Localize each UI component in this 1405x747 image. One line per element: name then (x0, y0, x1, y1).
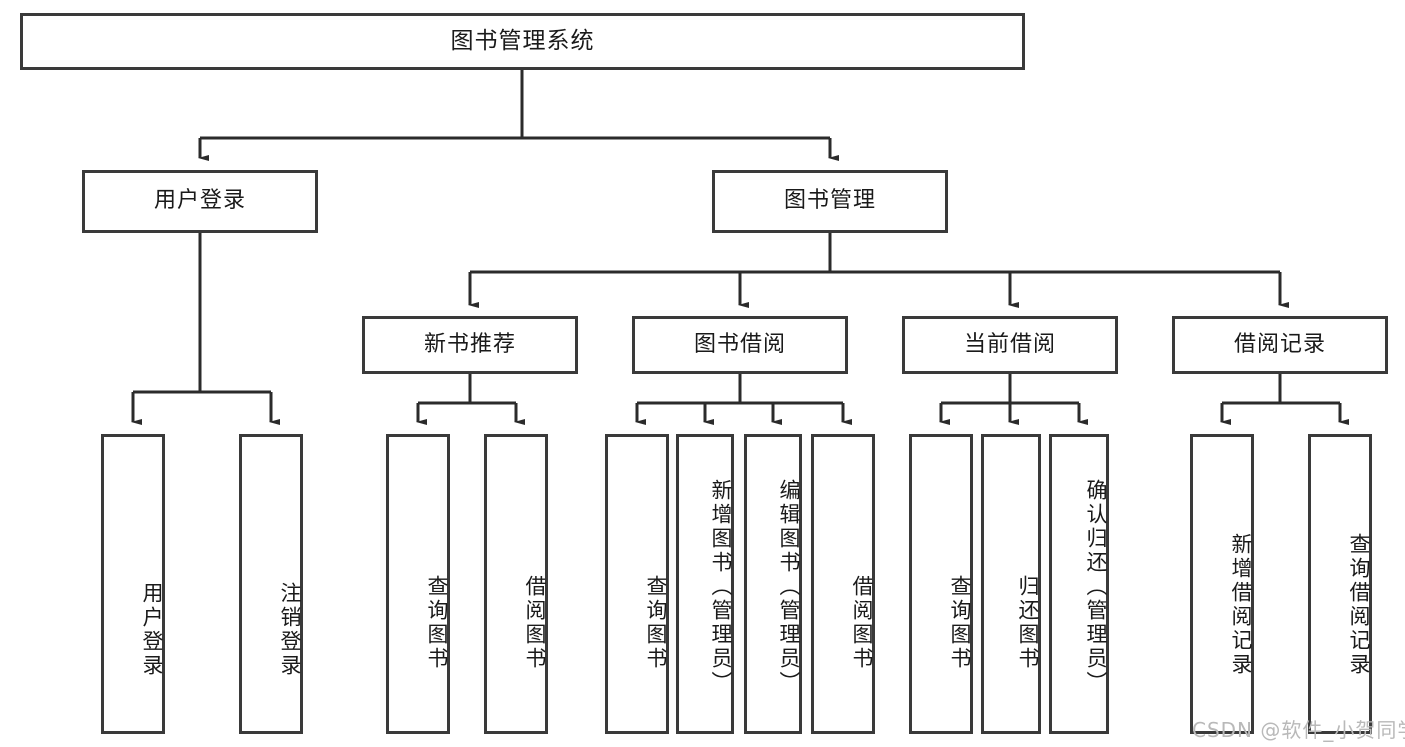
csdn-watermark: CSDN @软件_小贺同学 (1192, 718, 1405, 742)
node-label: 查询借阅记录 (1347, 533, 1371, 677)
node-label: 借阅记录 (1233, 331, 1326, 357)
leaf-add-borrow-record[interactable]: 新增借阅记录 (1190, 434, 1254, 734)
leaf-borrow-book[interactable]: 借阅图书 (811, 434, 875, 734)
leaf-return-book[interactable]: 归还图书 (981, 434, 1041, 734)
node-label: 图书借阅 (693, 331, 786, 357)
node-label: 用户登录 (153, 188, 246, 214)
leaf-add-book-admin[interactable]: 新增图书（管理员） (676, 434, 734, 734)
node-label: 注销登录 (278, 582, 302, 678)
leaf-borrow-book-newbook[interactable]: 借阅图书 (484, 434, 548, 734)
node-label: 当前借阅 (963, 331, 1056, 357)
node-book-management[interactable]: 图书管理 (712, 170, 948, 233)
node-label: 编辑图书（管理员） (777, 479, 801, 695)
node-label: 图书管理系统 (450, 27, 595, 54)
node-label: 新书推荐 (423, 331, 516, 357)
leaf-query-borrow-record[interactable]: 查询借阅记录 (1308, 434, 1372, 734)
node-user-login[interactable]: 用户登录 (82, 170, 318, 233)
node-root-book-management-system[interactable]: 图书管理系统 (20, 13, 1025, 70)
leaf-query-book-newbook[interactable]: 查询图书 (386, 434, 450, 734)
node-borrow-record[interactable]: 借阅记录 (1172, 316, 1388, 374)
node-label: 图书管理 (783, 188, 876, 214)
leaf-edit-book-admin[interactable]: 编辑图书（管理员） (744, 434, 802, 734)
leaf-logout[interactable]: 注销登录 (239, 434, 303, 734)
node-label: 查询图书 (425, 575, 449, 671)
node-label: 借阅图书 (850, 575, 874, 671)
node-label: 新增图书（管理员） (709, 479, 733, 695)
leaf-query-book-current[interactable]: 查询图书 (909, 434, 973, 734)
node-label: 新增借阅记录 (1229, 533, 1253, 677)
leaf-confirm-return-admin[interactable]: 确认归还（管理员） (1049, 434, 1109, 734)
node-label: 查询图书 (948, 575, 972, 671)
leaf-query-book-borrow[interactable]: 查询图书 (605, 434, 669, 734)
node-book-borrow[interactable]: 图书借阅 (632, 316, 848, 374)
leaf-user-login[interactable]: 用户登录 (101, 434, 165, 734)
node-label: 查询图书 (644, 575, 668, 671)
node-label: 借阅图书 (523, 575, 547, 671)
node-current-borrow[interactable]: 当前借阅 (902, 316, 1118, 374)
node-label: 归还图书 (1016, 575, 1040, 671)
node-label: 用户登录 (140, 582, 164, 678)
node-label: 确认归还（管理员） (1084, 479, 1108, 695)
node-new-book-recommend[interactable]: 新书推荐 (362, 316, 578, 374)
